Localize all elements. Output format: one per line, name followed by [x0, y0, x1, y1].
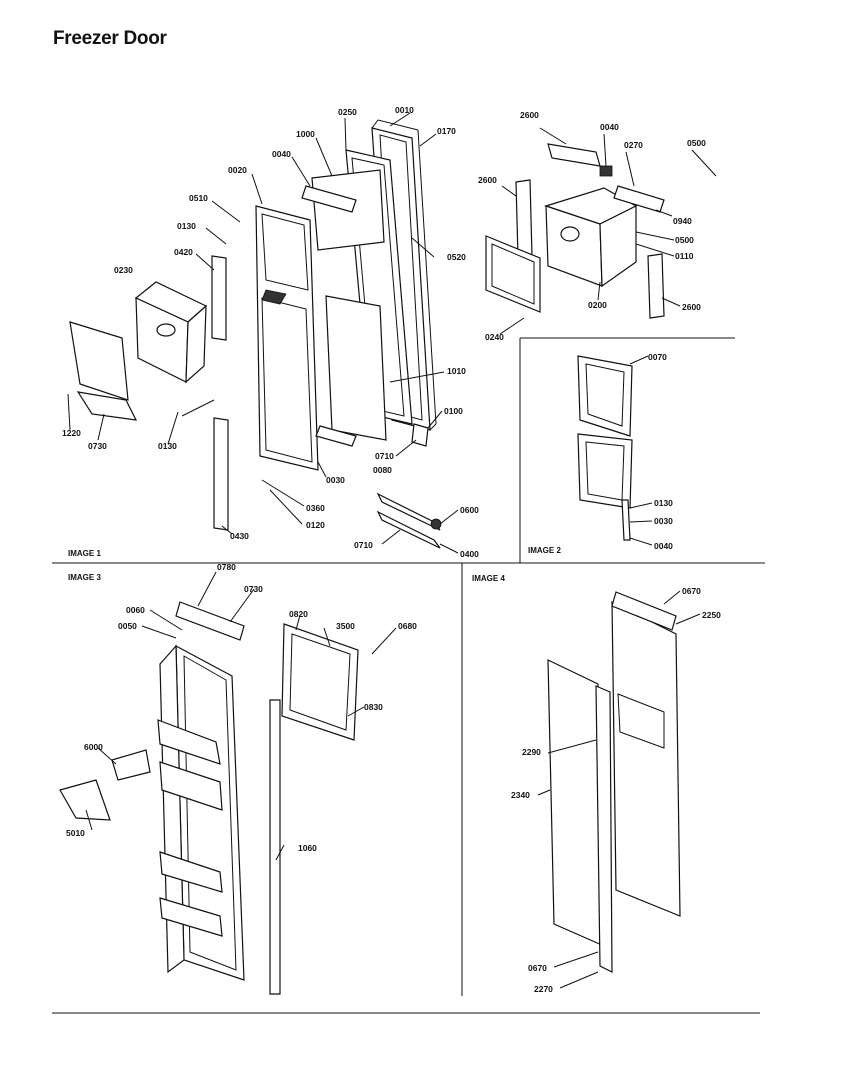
- callout-label: 0060: [126, 605, 145, 615]
- callout-label: 0010: [395, 105, 414, 115]
- dispenser-module: [485, 127, 717, 335]
- callout-label: 0080: [373, 465, 392, 475]
- callout-label: 0130: [177, 221, 196, 231]
- callout-label: 0420: [174, 247, 193, 257]
- callout-label: 1060: [298, 843, 317, 853]
- callout-label: 0830: [364, 702, 383, 712]
- callout-label: 0270: [624, 140, 643, 150]
- callout-label: 2600: [478, 175, 497, 185]
- callout-label: 0040: [272, 149, 291, 159]
- callout-label: 0500: [687, 138, 706, 148]
- panel-dividers: [52, 337, 765, 1014]
- callout-label: 0780: [217, 562, 236, 572]
- callout-label: 1220: [62, 428, 81, 438]
- callout-label: 0230: [114, 265, 133, 275]
- callout-label: 0600: [460, 505, 479, 515]
- callout-label: 0670: [682, 586, 701, 596]
- panel-label-image4: IMAGE 4: [472, 574, 505, 583]
- callout-label: 2270: [534, 984, 553, 994]
- callout-label: 0250: [338, 107, 357, 117]
- callout-label: 0130: [158, 441, 177, 451]
- callout-label: 2600: [520, 110, 539, 120]
- callout-label: 0030: [326, 475, 345, 485]
- callout-label: 0710: [354, 540, 373, 550]
- callout-label: 0820: [289, 609, 308, 619]
- panel-label-image1: IMAGE 1: [68, 549, 101, 558]
- callout-label: 0940: [673, 216, 692, 226]
- callout-label: 0710: [375, 451, 394, 461]
- image1-exploded-door: [67, 112, 459, 554]
- callout-label: 0040: [654, 541, 673, 551]
- callout-label: 1010: [447, 366, 466, 376]
- image4-outer-door: [537, 590, 701, 989]
- callout-label: 0100: [444, 406, 463, 416]
- callout-label: 2340: [511, 790, 530, 800]
- callout-label: 0170: [437, 126, 456, 136]
- callout-label: 0120: [306, 520, 325, 530]
- callout-label: 0240: [485, 332, 504, 342]
- callout-label: 5010: [66, 828, 85, 838]
- callout-label: 2600: [682, 302, 701, 312]
- callout-label: 0680: [398, 621, 417, 631]
- callout-label: 0430: [230, 531, 249, 541]
- callout-label: 0510: [189, 193, 208, 203]
- callout-label: 6000: [84, 742, 103, 752]
- callout-label: 1000: [296, 129, 315, 139]
- callout-label: 0040: [600, 122, 619, 132]
- callout-label: 3500: [336, 621, 355, 631]
- callout-label: 0730: [88, 441, 107, 451]
- callout-label: 2250: [702, 610, 721, 620]
- panel-label-image2: IMAGE 2: [528, 546, 561, 555]
- callout-label: 0730: [244, 584, 263, 594]
- callout-label: 0050: [118, 621, 137, 631]
- callout-label: 0520: [447, 252, 466, 262]
- callout-label: 0110: [675, 251, 694, 261]
- callout-label: 0020: [228, 165, 247, 175]
- panel-label-image3: IMAGE 3: [68, 573, 101, 582]
- callout-label: 2290: [522, 747, 541, 757]
- callout-label: 0500: [675, 235, 694, 245]
- callout-label: 0360: [306, 503, 325, 513]
- callout-label: 0670: [528, 963, 547, 973]
- callout-labels: 0250 0010 0170 1000 0040 0020 0510 0130 …: [62, 105, 721, 994]
- page-title: Freezer Door: [53, 28, 167, 49]
- callout-label: 0070: [648, 352, 667, 362]
- image3-door-liner: [59, 571, 397, 995]
- image2-door-liner-gasket: [577, 355, 653, 546]
- callout-label: 0400: [460, 549, 479, 559]
- callout-label: 0030: [654, 516, 673, 526]
- callout-label: 0200: [588, 300, 607, 310]
- callout-label: 0130: [654, 498, 673, 508]
